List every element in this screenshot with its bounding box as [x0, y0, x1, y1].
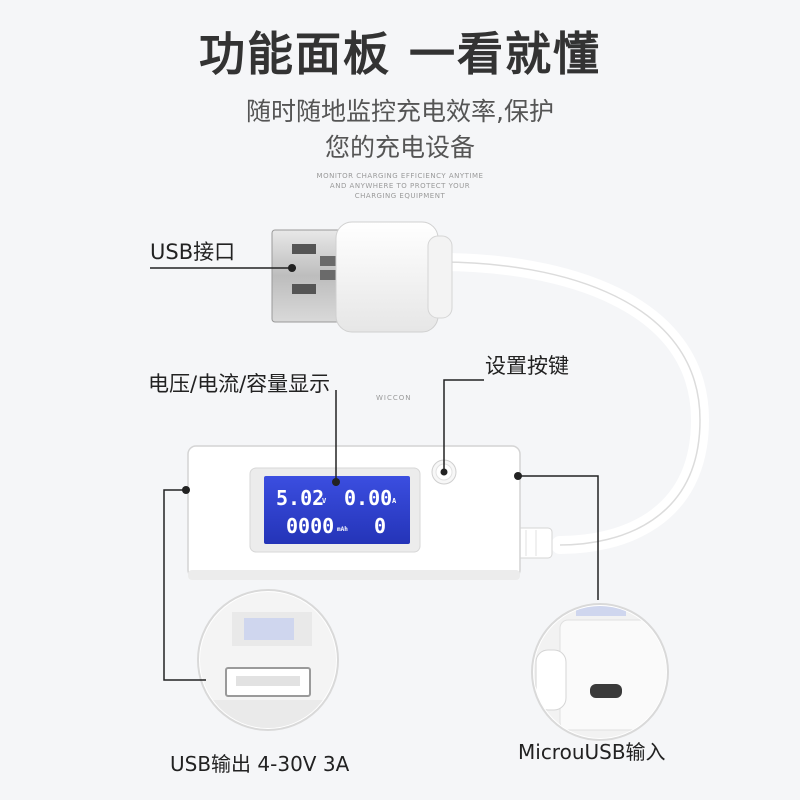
- lcd-capacity: 0000: [286, 514, 334, 538]
- lcd-current-unit: A: [392, 497, 397, 505]
- lcd-voltage-unit: V: [322, 497, 327, 505]
- inset-micro-usb-input: [531, 603, 669, 741]
- english-tagline-2: AND ANYWHERE TO PROTECT YOUR: [329, 182, 471, 190]
- callout-micro-input: [518, 475, 599, 600]
- callout-settings: [443, 379, 484, 472]
- lcd-voltage: 5.02: [276, 486, 324, 510]
- label-settings-button: 设置按键: [485, 354, 569, 378]
- lcd-capacity-unit: mAh: [337, 526, 348, 533]
- brand-logo-text: WICCON: [376, 394, 412, 402]
- label-display: 电压/电流/容量显示: [148, 372, 331, 396]
- inset-usb-output: [197, 589, 339, 731]
- lcd-current: 0.00: [344, 486, 392, 510]
- english-tagline-1: MONITOR CHARGING EFFICIENCY ANYTIME: [316, 172, 484, 180]
- subtitle-line-1: 随时随地监控充电效率,保护: [246, 97, 554, 126]
- callout-dots: [182, 264, 522, 494]
- page-title: 功能面板 一看就懂: [198, 27, 601, 81]
- label-usb-port: USB接口: [150, 240, 236, 264]
- callout-usb-output: [163, 489, 206, 681]
- usb-a-connector: [271, 221, 453, 333]
- subtitle-line-2: 您的充电设备: [324, 133, 475, 162]
- callout-lines: [150, 267, 599, 681]
- label-usb-output: USB输出 4-30V 3A: [170, 752, 350, 776]
- lcd-screen: [264, 476, 410, 544]
- english-tagline-3: CHARGING EQUIPMENT: [354, 192, 446, 200]
- usb-tester-device: [187, 445, 521, 580]
- lcd-extra: 0: [374, 514, 386, 538]
- label-micro-input: MicrouUSB输入: [518, 740, 666, 764]
